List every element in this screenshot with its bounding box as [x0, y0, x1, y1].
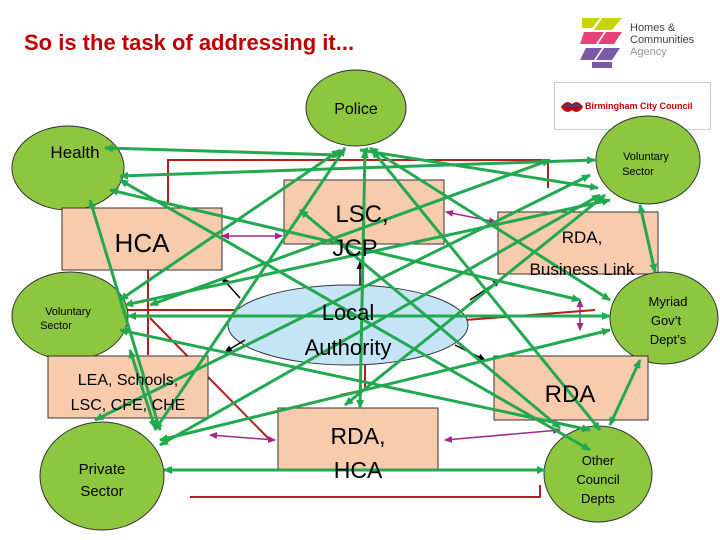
bcc-logo-name: Birmingham City Council	[585, 101, 693, 111]
slide-title: So is the task of addressing it...	[24, 30, 355, 55]
myriad-label-1: Myriad	[648, 294, 687, 309]
rda-hca-label-2: HCA	[334, 457, 383, 483]
rda-business-link-label-2: Business Link	[530, 260, 635, 279]
bcc-logo-icon	[561, 102, 583, 112]
node-labels: Police Health Voluntary Sector HCA LSC, …	[40, 101, 687, 506]
voluntary-sector-left-label-1: Voluntary	[45, 306, 91, 318]
lsc-jcp-label-2: JCP	[332, 235, 377, 262]
other-council-depts-label-1: Other	[582, 453, 615, 468]
myriad-label-3: Dept’s	[650, 332, 687, 347]
other-council-depts-label-3: Depts	[581, 491, 615, 506]
lea-schools-label-2: LSC, CFE, CHE	[71, 397, 186, 414]
private-sector-label-1: Private	[79, 461, 126, 478]
lsc-jcp-label-1: LSC,	[335, 201, 388, 228]
voluntary-sector-top-label-2: Sector	[622, 166, 654, 178]
bcc-logo: Birmingham City Council	[554, 82, 711, 130]
purple-connector-4	[444, 427, 561, 443]
green-connector-23	[149, 158, 551, 307]
hca-logo-icon	[580, 18, 622, 68]
health-label: Health	[50, 143, 99, 162]
hca-logo-text: Homes & Communities Agency	[630, 22, 694, 58]
green-connector-24	[608, 359, 642, 426]
police-node	[305, 69, 407, 147]
red-connector-bottom	[190, 485, 541, 498]
lea-schools-label-1: LEA, Schools,	[78, 372, 179, 389]
green-connector-15	[637, 204, 658, 273]
voluntary-sector-left-label-2: Sector	[40, 320, 72, 332]
rda-hca-label-1: RDA,	[331, 423, 386, 449]
myriad-label-2: Gov’t	[651, 313, 682, 328]
rda-right-label: RDA	[545, 381, 596, 408]
green-connectors	[88, 144, 658, 474]
rda-business-link-label-1: RDA,	[562, 228, 603, 247]
voluntary-sector-top-label-1: Voluntary	[623, 151, 669, 163]
hca-logo-line2: Communities	[630, 34, 695, 46]
hca-logo-line3: Agency	[630, 46, 667, 58]
private-sector-label-2: Sector	[80, 483, 123, 500]
health-node	[11, 125, 125, 211]
local-authority-label-2: Authority	[305, 335, 392, 360]
green-connector-01	[104, 144, 341, 159]
hca-logo-line1: Homes &	[630, 22, 676, 34]
hca-label: HCA	[115, 228, 171, 258]
police-label: Police	[334, 101, 378, 118]
hca-logo: Homes & Communities Agency	[578, 14, 708, 72]
other-council-depts-label-2: Council	[576, 472, 619, 487]
local-authority-label-1: Local	[322, 300, 375, 325]
